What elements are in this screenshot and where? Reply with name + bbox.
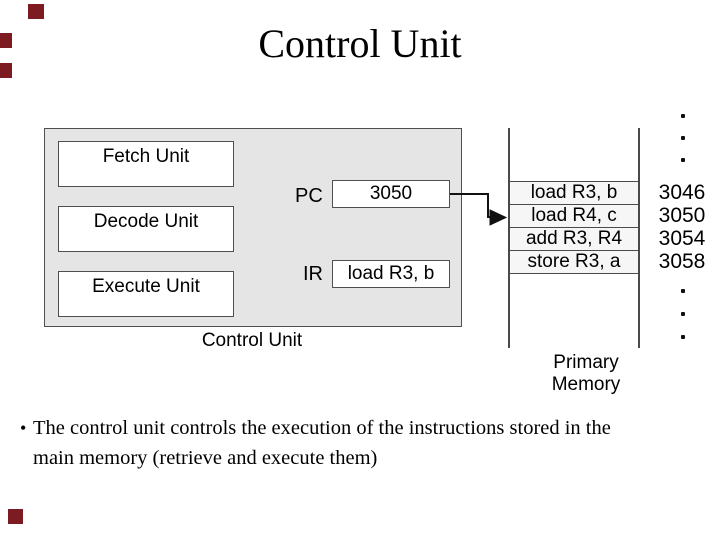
memory-address: 3054: [658, 227, 706, 250]
control-unit-caption: Control Unit: [201, 330, 303, 351]
decor-square: [28, 4, 44, 19]
primary-memory-label: Primary Memory: [520, 352, 652, 396]
decor-square: [0, 33, 12, 48]
pc-register-label: PC: [295, 185, 323, 207]
slide-title: Control Unit: [258, 21, 462, 66]
ellipsis-dot: [681, 335, 685, 339]
bullet-marker: •: [20, 418, 27, 438]
memory-cell: load R4, c: [510, 204, 638, 227]
bullet-text-line1: The control unit controls the execution …: [33, 417, 611, 439]
primary-memory-column: load R3, b load R4, c add R3, R4 store R…: [508, 128, 640, 348]
pc-register-value-box: 3050: [332, 180, 450, 208]
control-unit-box: Fetch Unit Decode Unit Execute Unit: [44, 128, 462, 327]
ellipsis-dot: [681, 114, 685, 118]
primary-memory-label-line2: Memory: [551, 374, 621, 395]
bullet-paragraph: • The control unit controls the executio…: [20, 413, 714, 473]
memory-cell: store R3, a: [510, 250, 638, 274]
ellipsis-dot: [681, 312, 685, 316]
memory-cell: load R3, b: [510, 181, 638, 204]
ellipsis-dot: [681, 158, 685, 162]
execute-unit-box: Execute Unit: [58, 271, 234, 317]
ellipsis-dot: [681, 136, 685, 140]
memory-cell: add R3, R4: [510, 227, 638, 250]
memory-address: 3050: [658, 204, 706, 227]
ir-register-value-box: load R3, b: [332, 260, 450, 288]
decor-square: [0, 63, 12, 78]
decor-square: [8, 509, 23, 524]
fetch-unit-box: Fetch Unit: [58, 141, 234, 187]
memory-address: 3046: [658, 181, 706, 204]
bullet-text: The control unit controls the execution …: [33, 413, 714, 473]
decode-unit-box: Decode Unit: [58, 206, 234, 252]
memory-address: 3058: [658, 250, 706, 273]
primary-memory-label-line1: Primary: [553, 352, 619, 373]
bullet-text-line2: main memory (retrieve and execute them): [33, 447, 378, 469]
ellipsis-dot: [681, 289, 685, 293]
ir-register-label: IR: [303, 263, 323, 285]
